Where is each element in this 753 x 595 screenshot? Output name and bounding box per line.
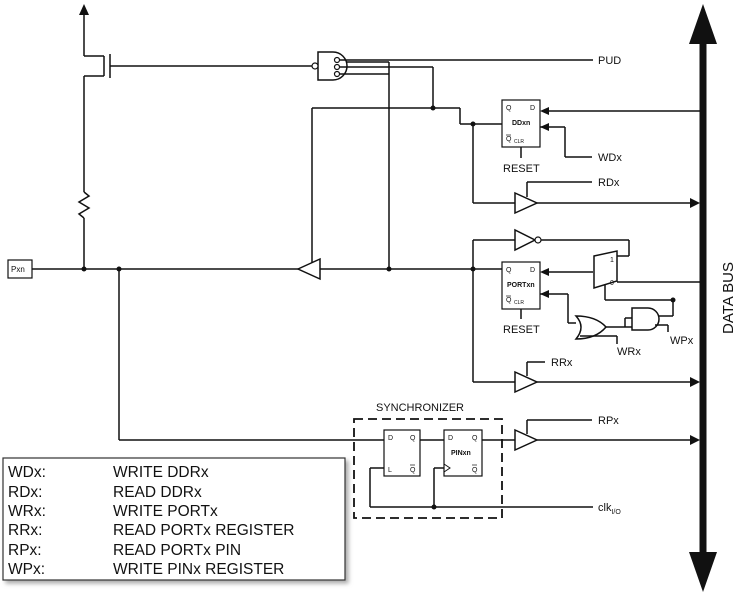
svg-text:D: D	[388, 435, 393, 442]
legend-desc-2: WRITE PORTx	[113, 503, 218, 520]
synchronizer-label: SYNCHRONIZER	[376, 402, 464, 414]
data-bus-label: DATA BUS	[720, 262, 737, 334]
svg-text:Q: Q	[506, 297, 512, 304]
clk-label: clkI/O	[598, 502, 621, 516]
svg-text:CLR: CLR	[514, 300, 524, 306]
svg-text:0: 0	[610, 280, 614, 287]
svg-text:D: D	[530, 105, 535, 112]
wp-and-gate: WPx	[624, 307, 694, 347]
svg-text:1: 1	[610, 257, 614, 264]
svg-text:D: D	[448, 435, 453, 442]
legend-desc-3: READ PORTx REGISTER	[113, 522, 294, 539]
svg-text:Q: Q	[506, 105, 512, 112]
vcc-arrow-icon	[79, 4, 89, 15]
svg-text:Q: Q	[472, 467, 478, 474]
main-wires	[32, 4, 502, 441]
wrx-label: WRx	[617, 346, 641, 358]
portxn-name: PORTxn	[507, 282, 535, 289]
legend-desc-1: READ DDRx	[113, 484, 202, 501]
svg-text:Q: Q	[472, 435, 478, 442]
ddxn-name: DDxn	[512, 120, 530, 127]
svg-text:CLR: CLR	[514, 139, 524, 145]
legend-abbr-2: WRx:	[8, 503, 46, 520]
legend-desc-0: WRITE DDRx	[113, 464, 209, 481]
data-bus-arrow-down-icon	[689, 552, 717, 592]
svg-text:D: D	[530, 267, 535, 274]
legend: WDx: WRITE DDRx RDx: READ DDRx WRx: WRIT…	[2, 457, 346, 581]
pullup-resistor	[77, 191, 91, 219]
rrx-label: RRx	[551, 357, 573, 369]
svg-text:Q: Q	[410, 435, 416, 442]
mux: 1 0	[593, 250, 700, 317]
pinxn-name: PINxn	[451, 450, 471, 457]
portxn-register: Q D PORTxn Q CLR RESET	[472, 239, 593, 383]
portxn-reset-label: RESET	[503, 324, 540, 336]
legend-abbr-1: RDx:	[8, 484, 42, 501]
wdx-label: WDx	[598, 152, 622, 164]
ddxn-register: Q D DDxn Q CLR RESET WDx	[470, 99, 700, 204]
wr-or-gate: WRx	[574, 315, 641, 358]
output-buffer	[296, 257, 321, 281]
pin-pxn: Pxn	[7, 259, 33, 279]
rpx-buffer: RPx	[514, 415, 700, 452]
legend-desc-4: READ PORTx PIN	[113, 542, 241, 559]
legend-abbr-5: WPx:	[8, 561, 45, 578]
legend-abbr-0: WDx:	[8, 464, 46, 481]
toggle-inverter	[514, 228, 630, 257]
pin-label: Pxn	[11, 265, 25, 274]
legend-desc-5: WRITE PINx REGISTER	[113, 561, 284, 578]
wpx-label: WPx	[670, 335, 694, 347]
legend-abbr-3: RRx:	[8, 522, 42, 539]
rrx-buffer: RRx	[514, 357, 700, 394]
rpx-label: RPx	[598, 415, 619, 427]
legend-abbr-4: RPx:	[8, 542, 42, 559]
rdx-label: RDx	[598, 177, 620, 189]
svg-text:Q: Q	[410, 467, 416, 474]
data-bus: DATA BUS	[689, 4, 737, 592]
ddxn-reset-label: RESET	[503, 163, 540, 175]
data-bus-arrow-up-icon	[689, 4, 717, 44]
pud-label: PUD	[598, 55, 621, 67]
pullup-and-gate: PUD	[298, 51, 621, 111]
svg-text:L: L	[388, 467, 392, 474]
synchronizer: SYNCHRONIZER D Q L Q D Q PINxn Q clkI/O	[353, 402, 621, 519]
svg-text:Q: Q	[506, 267, 512, 274]
svg-text:Q: Q	[506, 136, 512, 143]
rdx-buffer: RDx	[514, 177, 700, 215]
